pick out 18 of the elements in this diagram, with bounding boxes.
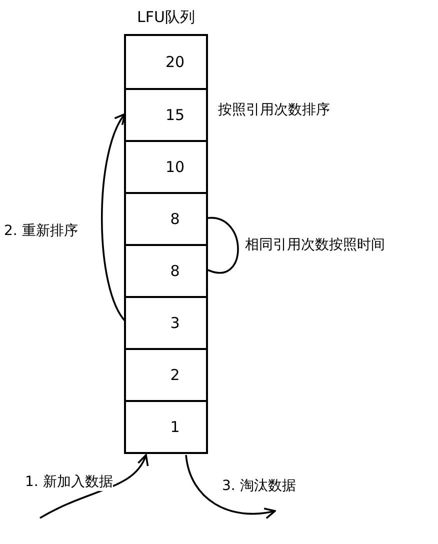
count-value: 15 — [165, 106, 185, 124]
count-value: 3 — [170, 314, 180, 332]
count-value: 8 — [170, 262, 180, 280]
edge-label: 1. 新加入数据 — [25, 473, 113, 491]
curved-arrow — [185, 454, 276, 519]
curved-arrow — [100, 113, 127, 323]
annotation-label: 按照引用次数排序 — [218, 101, 330, 119]
curved-arrow — [40, 454, 148, 519]
queue-title: LFU队列 — [136, 8, 196, 27]
count-value: 20 — [165, 53, 185, 71]
count-value: 8 — [170, 210, 180, 228]
edge-label: 相同引用次数按照时间 — [245, 236, 385, 254]
count-value: 2 — [170, 366, 180, 384]
edge-label: 3. 淘汰数据 — [222, 477, 296, 495]
edge-label: 2. 重新排序 — [4, 222, 78, 240]
bracket-curve — [208, 217, 239, 274]
count-value: 10 — [165, 158, 185, 176]
count-value: 1 — [170, 418, 180, 436]
